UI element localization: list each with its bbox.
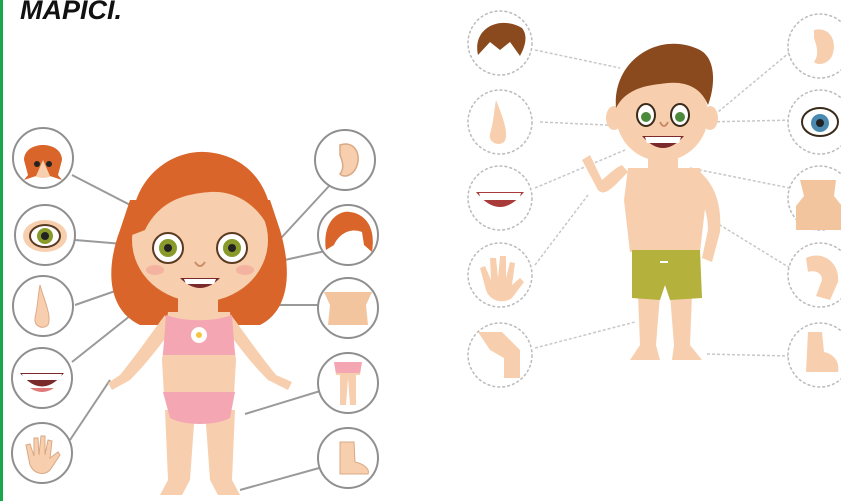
- boy-mouth-icon: [468, 166, 532, 230]
- boy-figure: [535, 44, 795, 360]
- boy-ear-icon: [788, 14, 841, 78]
- hand-icon: [12, 423, 72, 483]
- boy-arm-icon: [788, 243, 841, 307]
- ear-icon: [315, 130, 375, 190]
- boy-left-circles: [468, 11, 532, 387]
- face-icon: [13, 128, 73, 188]
- boy-nose-icon: [468, 90, 532, 154]
- girl-right-circles: [315, 130, 378, 488]
- mouth-icon: [12, 348, 72, 408]
- torso-icon: [318, 278, 378, 338]
- eye-icon: [15, 205, 75, 265]
- boy-hand-icon: [468, 243, 532, 307]
- boy-foot-icon: [788, 323, 841, 387]
- foot-icon: [318, 428, 378, 488]
- nose-icon: [13, 276, 73, 336]
- hair-icon: [318, 205, 378, 265]
- girl-left-circles: [12, 128, 75, 483]
- legs-icon: [318, 353, 378, 413]
- boy-neck-icon: [788, 166, 841, 230]
- boy-knee-icon: [468, 323, 532, 387]
- girl-figure: [70, 152, 330, 495]
- boy-eye-icon: [788, 90, 841, 154]
- boy-hair-icon: [468, 11, 532, 75]
- boy-right-circles: [788, 14, 841, 387]
